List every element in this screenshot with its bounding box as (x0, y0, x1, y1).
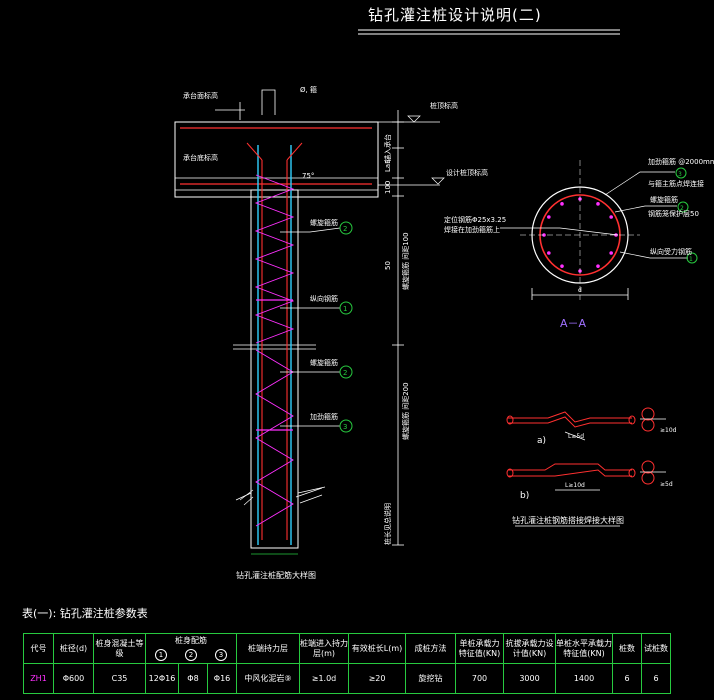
callout-4-text: 加劲箍筋 (310, 412, 338, 421)
cell-count: 6 (612, 663, 643, 694)
th-pile-length: 有效桩长L(m) (348, 633, 407, 664)
cell-code: ZH1 (23, 663, 54, 694)
th-test-count: 试桩数 (641, 633, 672, 664)
dim-100: 100 (384, 181, 392, 194)
dim-spiral-200: 螺旋箍筋 间距200 (401, 382, 410, 440)
callout-3-text: 螺旋箍筋 (310, 358, 338, 367)
section-callout-2: 与箍主筋点焊连接 (648, 179, 704, 188)
section-callout-3-num: 2 (680, 205, 684, 212)
section-callout-3: 螺旋箍筋 (650, 195, 678, 204)
section-note-1: 定位钢筋Φ25x3.25 (444, 215, 506, 224)
longitudinal-bar-dot (560, 202, 564, 206)
dim-lae: LaE (384, 159, 392, 172)
th-count: 桩数 (612, 633, 643, 664)
th-sub-3: 3 (215, 649, 227, 661)
th-method: 成桩方法 (405, 633, 457, 664)
cell-capacity: 700 (455, 663, 505, 694)
longitudinal-bar-dot (609, 215, 613, 219)
callout-2-num: 1 (343, 305, 347, 313)
elevation-caption: 钻孔灌注桩配筋大样图 (236, 570, 316, 580)
section-callout-1: 加劲箍筋 @2000mm (648, 157, 714, 166)
section-note-2: 焊接在加劲箍筋上 (444, 225, 500, 234)
cell-embed-depth: ≥1.0d (299, 663, 350, 694)
th-code: 代号 (23, 633, 54, 664)
angle-label: 75° (302, 172, 314, 180)
cell-bearing-layer: 中风化泥岩⑨ (236, 663, 301, 694)
th-diameter: 桩径(d) (53, 633, 94, 664)
cell-horizontal: 1400 (555, 663, 614, 694)
dim-spiral-100: 螺旋箍筋 间距100 (401, 232, 410, 290)
th-reinforcement: 桩身配筋 1 2 3 (144, 633, 238, 664)
dim-50: 50 (384, 261, 392, 270)
splice-a-note: ≥10d (660, 427, 677, 434)
th-bearing-layer: 桩端持力层 (236, 633, 301, 664)
splice-a-label: a) (537, 436, 546, 446)
longitudinal-bar-dot (560, 264, 564, 268)
longitudinal-bar-dot (609, 251, 613, 255)
section-callout-4: 钢筋笼保护层50 (648, 209, 699, 218)
cell-diameter: Φ600 (53, 663, 94, 694)
cell-bar-2: Φ8 (178, 663, 208, 694)
splice-a-dim: L≥5d (568, 433, 584, 440)
longitudinal-bar-dot (547, 215, 551, 219)
spiral-stirrup-dense (254, 174, 295, 344)
splice-b-dim: L≥10d (565, 482, 585, 489)
section-callout-5: 纵向受力钢筋 (650, 247, 692, 256)
callout-1-text: 螺旋箍筋 (310, 218, 338, 227)
pile-cap-outline (174, 121, 379, 198)
section-callout-5-num: 1 (689, 256, 693, 263)
th-reinforcement-title: 桩身配筋 (175, 636, 207, 645)
top-anchor-label: Ø, 箍 (300, 85, 317, 94)
th-concrete: 桩身混凝土等级 (93, 633, 146, 664)
splice-b-label: b) (520, 491, 529, 501)
callout-2-text: 纵向钢筋 (310, 294, 338, 303)
table-row: ZH1 Φ600 C35 12Φ16 Φ8 Φ16 中风化泥岩⑨ ≥1.0d ≥… (23, 663, 672, 694)
cell-concrete: C35 (93, 663, 146, 694)
section-callout-1-num: 3 (678, 171, 682, 178)
section-dim: d (578, 287, 582, 294)
longitudinal-bar-dot (596, 202, 600, 206)
callout-1-num: 2 (343, 225, 347, 233)
dim-anchor: 锚入承台 (383, 134, 392, 162)
table-caption: 表(一): 钻孔灌注桩参数表 (22, 607, 148, 620)
th-embed-depth: 桩端进入持力层(m) (299, 633, 350, 664)
section-a-a (500, 160, 698, 300)
cap-bottom-label: 承台底标高 (183, 153, 218, 162)
th-uplift: 抗拔承载力设计值(KN) (503, 633, 557, 664)
pile-body (250, 189, 299, 549)
th-capacity: 单桩承载力特征值(KN) (455, 633, 505, 664)
splice-caption: 钻孔灌注桩钢筋搭接焊接大样图 (512, 515, 624, 525)
drawing-title: 钻孔灌注桩设计说明(二) (368, 6, 542, 24)
cap-top-label: 承台面标高 (183, 91, 218, 100)
splice-b-note: ≥5d (660, 481, 673, 488)
pile-top-cut-label: 桩顶标高 (430, 101, 458, 110)
cell-pile-length: ≥20 (348, 663, 407, 694)
callout-4-num: 3 (343, 423, 347, 431)
cell-uplift: 3000 (503, 663, 557, 694)
soil-hatch (239, 487, 323, 506)
callout-3-num: 2 (343, 369, 347, 377)
design-top-label: 设计桩顶标高 (446, 168, 488, 177)
longitudinal-bar-dot (547, 251, 551, 255)
section-label: A－A (560, 317, 587, 330)
th-sub-2: 2 (185, 649, 197, 661)
longitudinal-bar-dot (596, 264, 600, 268)
pile-parameter-table: 代号 桩径(d) 桩身混凝土等级 桩身配筋 1 2 3 桩端持力层 桩端进入持力… (23, 633, 672, 694)
spiral-stirrup-sparse (255, 349, 294, 527)
pile-elevation (174, 89, 445, 555)
cell-bar-1: 12Φ16 (145, 663, 179, 694)
dim-pile-length: 桩长见总说明 (383, 503, 392, 545)
th-horizontal: 单桩水平承载力特征值(KN) (555, 633, 614, 664)
cell-test-count: 6 (641, 663, 672, 694)
cell-method: 旋挖钻 (405, 663, 457, 694)
cell-bar-3: Φ16 (206, 663, 238, 694)
splice-details (506, 407, 666, 527)
th-sub-1: 1 (155, 649, 167, 661)
